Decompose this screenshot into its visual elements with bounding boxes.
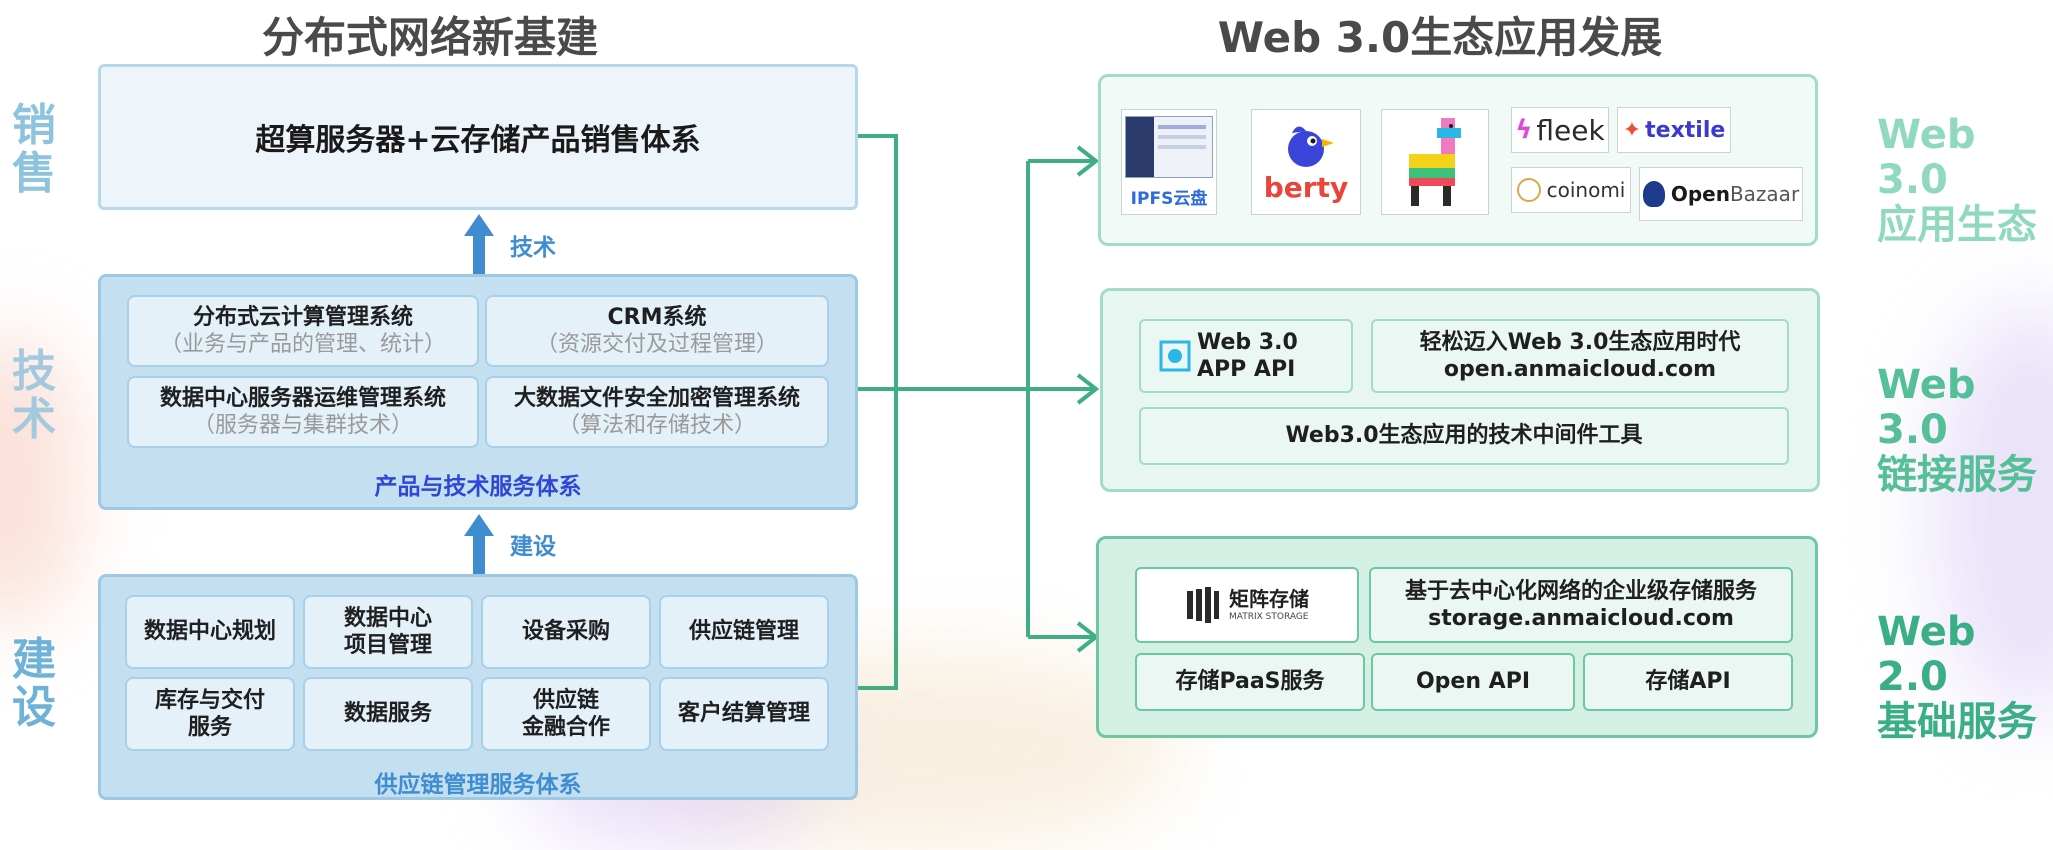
- sales-box: 超算服务器+云存储产品销售体系: [98, 64, 858, 210]
- supply-item-dc-planning: 数据中心规划: [125, 595, 295, 669]
- ecosystem-panel: IPFS云盘 berty ϟ fleek ✦ textile: [1098, 74, 1818, 246]
- product-system-label: 产品与技术服务体系: [374, 474, 582, 500]
- openbazaar-icon: [1642, 181, 1665, 207]
- api-chip-icon: [1159, 340, 1191, 372]
- supply-item-finance: 供应链 金融合作: [481, 677, 651, 751]
- supply-system-panel: 数据中心规划 数据中心 项目管理 设备采购 供应链管理 库存与交付 服务 数据服…: [98, 574, 858, 800]
- arrow-label-tech: 技术: [510, 235, 556, 261]
- open-api: Open API: [1371, 653, 1575, 711]
- side-label-tech: 技术: [12, 346, 56, 446]
- openbazaar-label-a: Open: [1670, 182, 1730, 206]
- supply-item-procurement: 设备采购: [481, 595, 651, 669]
- up-arrow-build: [464, 514, 494, 574]
- product-item-encryption: 大数据文件安全加密管理系统 （算法和存储技术）: [485, 376, 829, 448]
- berty-label: berty: [1263, 170, 1349, 204]
- open-platform: 轻松迈入Web 3.0生态应用时代 open.anmaicloud.com: [1371, 319, 1789, 393]
- supply-item-inventory: 库存与交付 服务: [125, 677, 295, 751]
- web3-app-api: Web 3.0 APP API: [1139, 319, 1353, 393]
- supply-item-dc-project: 数据中心 项目管理: [303, 595, 473, 669]
- right-title: Web 3.0生态应用发展: [1217, 13, 1663, 62]
- supply-item-data-service: 数据服务: [303, 677, 473, 751]
- textile-label: textile: [1645, 117, 1726, 143]
- storage-paas: 存储PaaS服务: [1135, 653, 1365, 711]
- connector-sales: [858, 134, 898, 690]
- fleek-bolt-icon: ϟ: [1515, 115, 1533, 145]
- ipfs-logo: IPFS云盘: [1121, 109, 1217, 215]
- fleek-logo: ϟ fleek: [1511, 107, 1609, 153]
- product-item-cloud: 分布式云计算管理系统 （业务与产品的管理、统计）: [127, 295, 479, 367]
- enterprise-storage: 基于去中心化网络的企业级存储服务 storage.anmaicloud.com: [1369, 567, 1793, 643]
- arrow-label-build: 建设: [510, 534, 556, 560]
- openbazaar-logo: Open Bazaar: [1639, 167, 1803, 221]
- berty-logo: berty: [1251, 109, 1361, 215]
- arrowhead-link: [1076, 373, 1100, 405]
- openbazaar-label-b: Bazaar: [1729, 182, 1800, 206]
- coinomi-logo: coinomi: [1511, 167, 1631, 213]
- side-label-build: 建设: [12, 634, 56, 734]
- coinomi-label: coinomi: [1546, 178, 1626, 202]
- matrix-storage-icon: [1187, 587, 1219, 623]
- matrix-storage-logo: 矩阵存储 MATRIX STORAGE: [1135, 567, 1359, 643]
- product-item-ops: 数据中心服务器运维管理系统 （服务器与集群技术）: [127, 376, 479, 448]
- supply-system-label: 供应链管理服务体系: [374, 772, 582, 798]
- storage-api: 存储API: [1583, 653, 1793, 711]
- product-item-crm: CRM系统 （资源交付及过程管理）: [485, 295, 829, 367]
- textile-icon: ✦: [1622, 117, 1642, 143]
- coinomi-icon: [1516, 178, 1541, 202]
- sales-box-label: 超算服务器+云存储产品销售体系: [255, 123, 701, 158]
- up-arrow-tech: [464, 214, 494, 274]
- arrowhead-ecosystem: [1076, 145, 1100, 177]
- left-title: 分布式网络新基建: [261, 13, 598, 62]
- llama-logo: [1381, 109, 1489, 215]
- supply-item-settlement: 客户结算管理: [659, 677, 829, 751]
- supply-item-scm: 供应链管理: [659, 595, 829, 669]
- llama-icon: [1409, 118, 1461, 206]
- middleware-tools: Web3.0生态应用的技术中间件工具: [1139, 407, 1789, 465]
- textile-logo: ✦ textile: [1617, 107, 1731, 153]
- base-service-panel: 矩阵存储 MATRIX STORAGE 基于去中心化网络的企业级存储服务 sto…: [1096, 536, 1818, 738]
- product-system-panel: 分布式云计算管理系统 （业务与产品的管理、统计） CRM系统 （资源交付及过程管…: [98, 274, 858, 510]
- ipfs-screenshot-icon: [1125, 115, 1213, 178]
- arrowhead-base: [1076, 621, 1100, 653]
- berty-bird-icon: [1288, 125, 1334, 167]
- ipfs-label: IPFS云盘: [1130, 188, 1208, 209]
- side-label-sales: 销售: [12, 100, 56, 200]
- fleek-label: fleek: [1536, 113, 1605, 147]
- link-service-panel: Web 3.0 APP API 轻松迈入Web 3.0生态应用时代 open.a…: [1100, 288, 1820, 492]
